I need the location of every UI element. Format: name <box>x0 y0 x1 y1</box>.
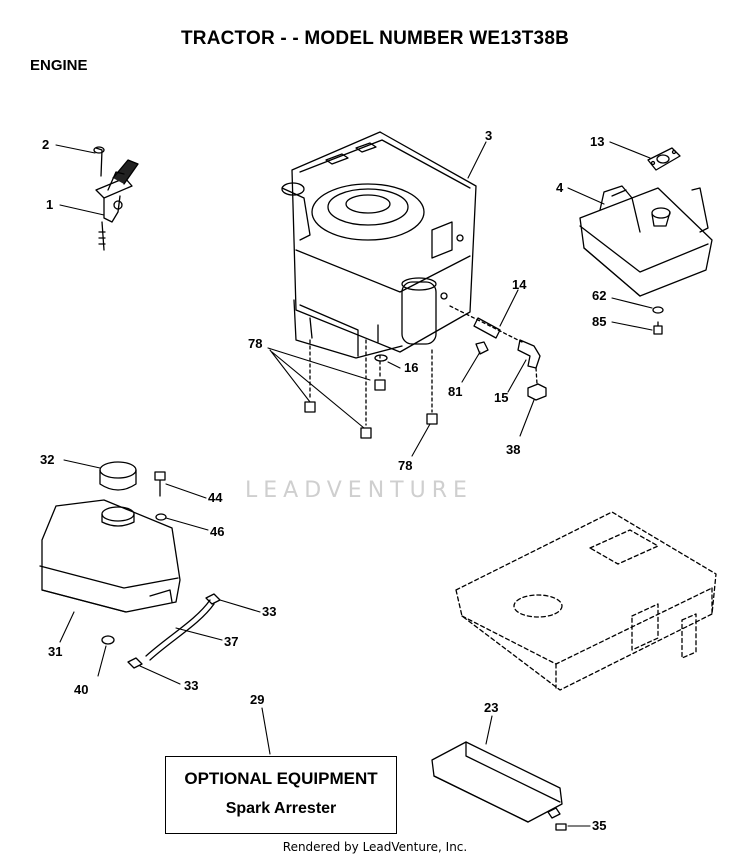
callout-44: 44 <box>208 490 223 505</box>
callout-35: 35 <box>592 818 606 833</box>
diagram-title: TRACTOR - - MODEL NUMBER WE13T38B <box>180 28 570 49</box>
spark-arrester-part <box>431 741 563 823</box>
fuel-fittings <box>449 305 547 401</box>
callout-62: 62 <box>592 288 606 303</box>
footer-credit: Rendered by LeadVenture, Inc. <box>282 840 468 854</box>
gasket-part <box>647 147 681 171</box>
callout-33-top: 33 <box>262 604 276 619</box>
screw-44 <box>154 471 166 497</box>
callout-78-bottom: 78 <box>398 458 412 473</box>
bolt-85 <box>653 321 663 335</box>
callout-81: 81 <box>448 384 462 399</box>
callout-29: 29 <box>250 692 264 707</box>
callout-40: 40 <box>74 682 88 697</box>
callout-3: 3 <box>485 128 492 143</box>
screw-35 <box>555 823 567 831</box>
grommet-40 <box>101 635 115 645</box>
callout-37: 37 <box>224 634 238 649</box>
callout-33-bottom: 33 <box>184 678 198 693</box>
engine-bolts <box>304 339 438 439</box>
callout-85: 85 <box>592 314 606 329</box>
tractor-frame <box>455 511 717 691</box>
callout-23: 23 <box>484 700 498 715</box>
muffler-part <box>579 185 713 297</box>
callout-13: 13 <box>590 134 604 149</box>
washer-62 <box>652 306 664 314</box>
engine-part <box>281 131 477 359</box>
callout-78-top: 78 <box>248 336 262 351</box>
callout-4: 4 <box>556 180 564 195</box>
fuel-cap-part <box>99 461 137 491</box>
callout-32: 32 <box>40 452 54 467</box>
callout-14: 14 <box>512 277 527 292</box>
callout-15: 15 <box>494 390 508 405</box>
leader-lines <box>55 141 653 827</box>
throttle-control-part <box>93 146 139 251</box>
callout-2: 2 <box>42 137 49 152</box>
section-label: ENGINE <box>30 57 88 74</box>
callout-38: 38 <box>506 442 520 457</box>
optional-equipment-box: OPTIONAL EQUIPMENT Spark Arrester <box>165 756 397 834</box>
fuel-tank-part <box>39 499 181 613</box>
fuel-line-part <box>127 593 221 669</box>
watermark: LEADVENTURE <box>245 478 473 503</box>
callout-16: 16 <box>404 360 418 375</box>
washer-46 <box>155 513 167 521</box>
spark-arrester-label: Spark Arrester <box>225 800 337 817</box>
callout-1: 1 <box>46 197 53 212</box>
callout-46: 46 <box>210 524 224 539</box>
callout-31: 31 <box>48 644 62 659</box>
optional-equipment-title: OPTIONAL EQUIPMENT <box>184 769 378 788</box>
